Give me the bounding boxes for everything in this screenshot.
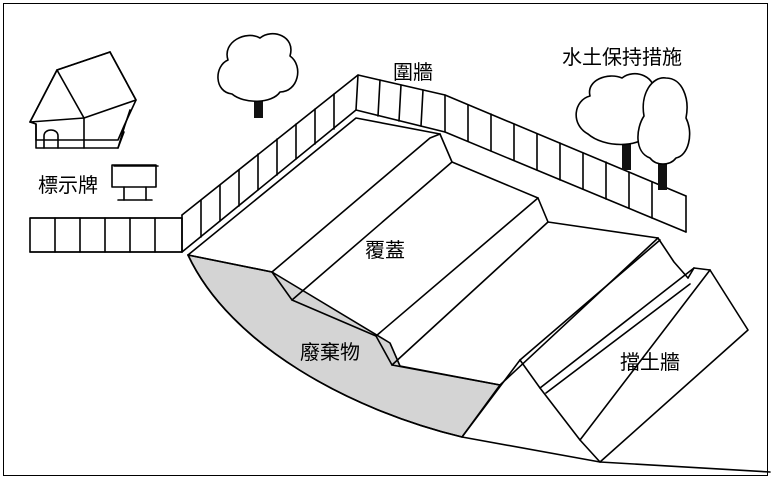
sign-board-label: 標示牌 [38, 173, 98, 197]
retaining-wall-label: 擋土牆 [620, 350, 680, 374]
soil-conservation-label: 水土保持措施 [562, 45, 682, 69]
sign-board-icon [111, 164, 159, 201]
left-wall [29, 217, 183, 253]
wall-label: 圍牆 [393, 60, 433, 84]
cover-terraces [187, 117, 771, 473]
tree-icon [637, 77, 691, 190]
cover-label: 覆蓋 [365, 238, 405, 262]
waste-label: 廢棄物 [300, 340, 360, 364]
retaining-wall-shape [461, 237, 749, 463]
house-icon [29, 51, 137, 149]
diagram-frame [3, 3, 768, 476]
tree-icon [217, 32, 299, 118]
perimeter-wall [181, 74, 687, 253]
